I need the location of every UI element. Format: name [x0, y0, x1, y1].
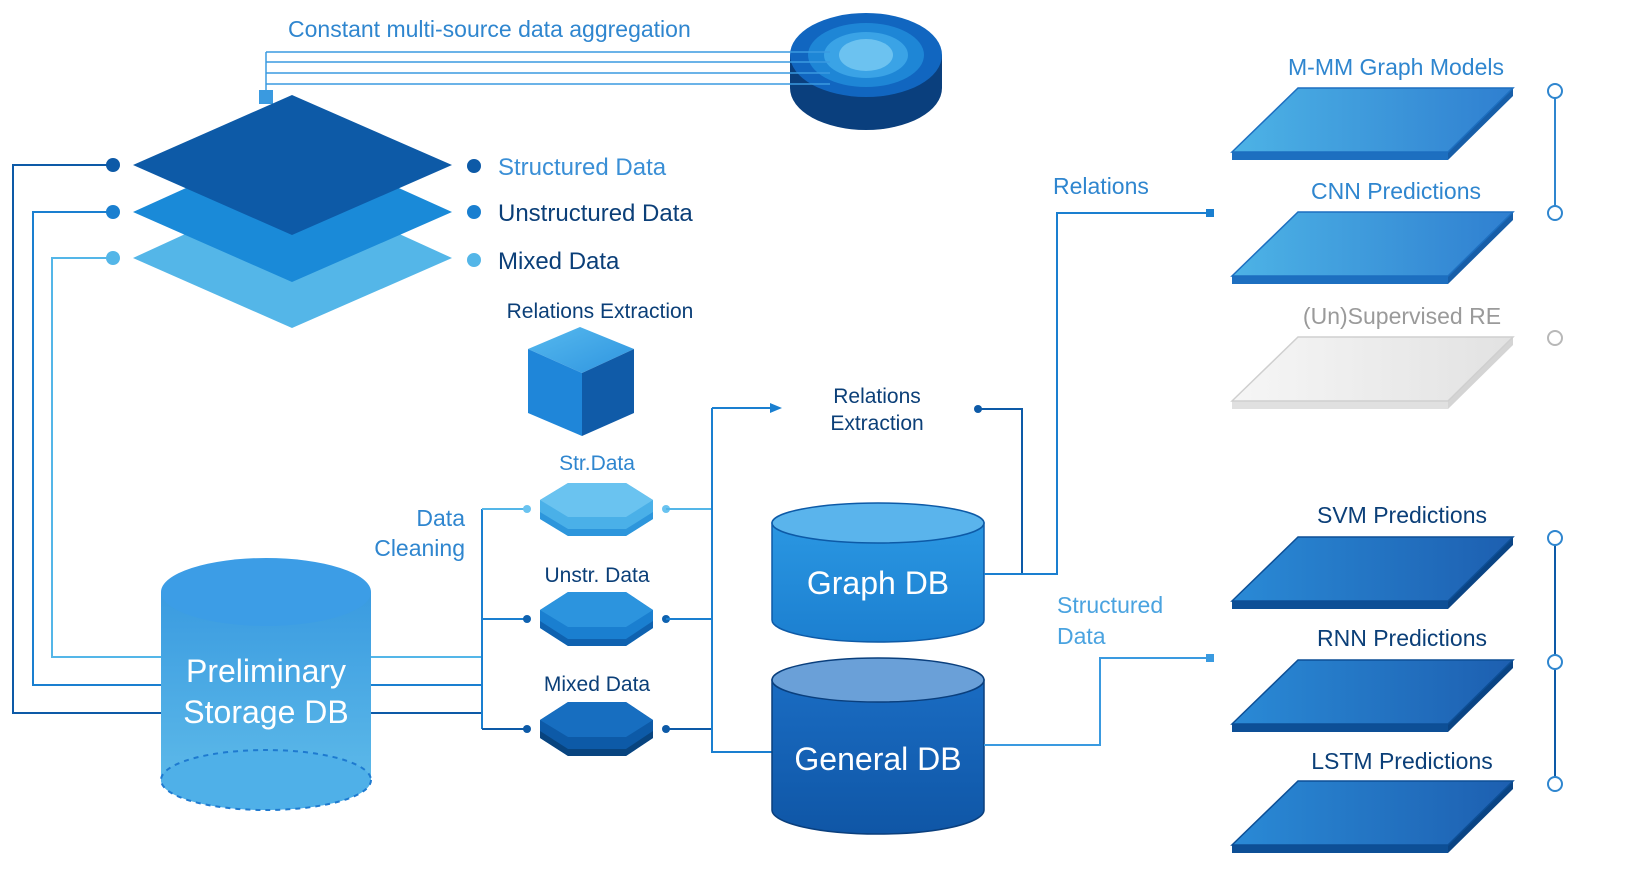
svm-predictions-plate — [1230, 536, 1515, 609]
aggregation-source-disk — [790, 13, 942, 130]
m-mm-graph-models-label: M-MM Graph Models — [1288, 54, 1504, 80]
feedback-loop-lines — [12, 164, 163, 714]
layer-stack — [133, 95, 452, 328]
cnn-predictions-plate — [1230, 211, 1515, 284]
output-connector-lines — [978, 212, 1210, 746]
relations-extraction-node-line1: Relations — [833, 385, 921, 408]
structured-data-edge-label-line2: Data — [1057, 623, 1106, 649]
rnn-predictions-label: RNN Predictions — [1317, 625, 1487, 651]
aggregation-label: Constant multi-source data aggregation — [288, 16, 691, 42]
general-db — [771, 657, 985, 835]
unstructured-data-label: Unstructured Data — [498, 200, 693, 227]
str-data-dot-in — [523, 505, 531, 513]
hexagon-output-lines — [666, 407, 772, 753]
data-cleaning-label-line2: Cleaning — [374, 535, 465, 561]
str-data-label: Str.Data — [559, 452, 635, 475]
unstr-data-hexagon — [540, 592, 653, 646]
relations-extraction-arrowhead — [770, 403, 782, 413]
graph-db — [771, 502, 985, 643]
preliminary-storage-db-label-line2: Storage DB — [183, 694, 348, 730]
structured-data-edge-label-line1: Structured — [1057, 592, 1163, 618]
lstm-predictions-label: LSTM Predictions — [1311, 748, 1493, 774]
unstr-data-dot-in — [523, 615, 531, 623]
structured-data-label: Structured Data — [498, 154, 667, 181]
mixed-data-label: Mixed Data — [498, 248, 620, 275]
rnn-predictions-plate — [1230, 659, 1515, 732]
structured-endpoint-square — [1206, 654, 1214, 662]
lstm-predictions-plate — [1230, 780, 1515, 853]
data-cleaning-label-line1: Data — [416, 505, 465, 531]
cleaning-input-lines — [371, 508, 526, 730]
relations-extraction-node-line2: Extraction — [830, 412, 923, 435]
m-mm-graph-models-plate — [1230, 87, 1515, 160]
preliminary-storage-db-label-line1: Preliminary — [186, 653, 346, 689]
relations-endpoint-square — [1206, 209, 1214, 217]
aggregation-connector-lines — [265, 51, 830, 95]
bottom-models-timeline — [1547, 530, 1563, 792]
mixed-data-dot-in — [523, 725, 531, 733]
relations-extraction-title: Relations Extraction — [507, 300, 694, 323]
unstructured-data-dot — [467, 205, 481, 219]
structured-data-layer — [133, 95, 452, 235]
structured-data-dot — [467, 159, 481, 173]
unstr-data-label: Unstr. Data — [544, 564, 649, 587]
mixed-data-dot — [467, 253, 481, 267]
svm-predictions-label: SVM Predictions — [1317, 502, 1487, 528]
str-data-hexagon — [540, 483, 653, 536]
aggregation-connector-square — [259, 90, 273, 104]
top-models-timeline — [1547, 83, 1563, 346]
cnn-predictions-label: CNN Predictions — [1311, 178, 1481, 204]
preliminary-storage-db — [160, 558, 372, 811]
unsupervised-re-label: (Un)Supervised RE — [1303, 303, 1501, 329]
mixed-data-hexagon — [540, 702, 653, 756]
relations-extraction-cube — [528, 327, 634, 436]
mixed-data-hex-label: Mixed Data — [544, 673, 651, 696]
graph-db-label: Graph DB — [807, 565, 949, 601]
relations-edge-label: Relations — [1053, 173, 1149, 199]
unsupervised-re-plate — [1230, 336, 1515, 409]
general-db-label: General DB — [794, 741, 961, 777]
